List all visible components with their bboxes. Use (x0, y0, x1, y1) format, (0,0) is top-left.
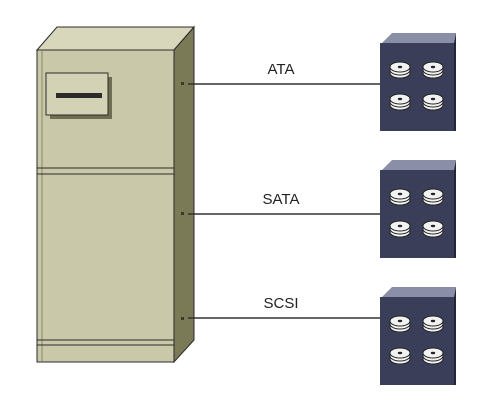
tower-port (181, 317, 184, 320)
tower-port (181, 212, 184, 215)
ata-storage-unit (380, 33, 456, 131)
storage-top-face (382, 160, 456, 170)
storage-side-face (454, 160, 456, 258)
computer-tower (35, 25, 196, 364)
disk-spindle (430, 97, 436, 101)
storage-front-face (380, 43, 454, 131)
sata-label: SATA (263, 191, 300, 208)
disk-icon (422, 220, 444, 238)
disk-icon (422, 93, 444, 111)
tower-top-face (35, 26, 196, 51)
disk-spindle (430, 351, 436, 355)
storage-side-face (454, 33, 456, 131)
drive-bay-slot (56, 93, 102, 98)
disk-icon (422, 188, 444, 206)
disk-spindle (430, 192, 436, 196)
disk-spindle (397, 65, 403, 69)
disk-icon (422, 61, 444, 79)
storage-front-face (380, 170, 454, 258)
disk-icon (389, 93, 411, 111)
scsi-storage-unit (380, 287, 456, 385)
disk-spindle (397, 192, 403, 196)
disk-icon (389, 315, 411, 333)
storage-front-face (380, 297, 454, 385)
tower-side-face (173, 25, 195, 364)
disk-spindle (430, 65, 436, 69)
disk-icon (422, 347, 444, 365)
scsi-label: SCSI (263, 295, 298, 312)
disk-spindle (397, 351, 403, 355)
storage-units (380, 33, 456, 385)
storage-top-face (382, 33, 456, 43)
disk-icon (389, 61, 411, 79)
storage-top-face (382, 287, 456, 297)
disk-spindle (397, 224, 403, 228)
disk-spindle (397, 319, 403, 323)
disk-spindle (397, 97, 403, 101)
storage-side-face (454, 287, 456, 385)
ata-label: ATA (268, 61, 295, 78)
disk-icon (422, 315, 444, 333)
disk-icon (389, 220, 411, 238)
tower-port (181, 82, 184, 85)
sata-storage-unit (380, 160, 456, 258)
disk-icon (389, 347, 411, 365)
disk-spindle (430, 319, 436, 323)
disk-icon (389, 188, 411, 206)
disk-spindle (430, 224, 436, 228)
